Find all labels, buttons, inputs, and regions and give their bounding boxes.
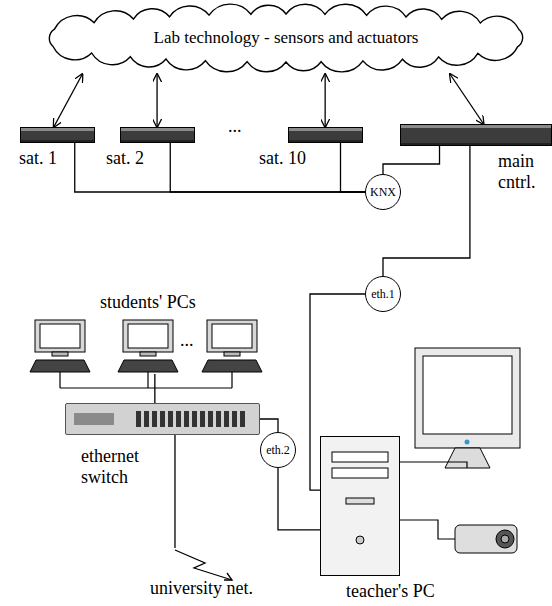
students-pc-group-label: students' PCs [100, 292, 260, 313]
main-controller-label: main cntrl. [498, 151, 550, 192]
projector-lens [496, 530, 514, 548]
network-wire [154, 374, 155, 403]
projector-lens-inner [501, 535, 509, 543]
signal-arrow [450, 74, 484, 124]
student-lan-wires [60, 372, 232, 388]
monitor-base [140, 352, 156, 356]
projector [455, 525, 517, 553]
peripheral-cables [400, 462, 467, 539]
monitor-screen [423, 356, 512, 434]
satellite-controller: sat. 10 [288, 127, 363, 143]
network-wire [260, 419, 278, 432]
drive-bay [332, 468, 388, 478]
lightning-symbol [175, 550, 232, 580]
satellite-controller: sat. 1 [20, 127, 95, 143]
power-led [465, 440, 470, 445]
keyboard [202, 360, 262, 372]
satellite-controller: sat. 2 [120, 127, 195, 143]
signal-arrow [156, 74, 157, 127]
network-wire [170, 143, 365, 192]
keyboard [118, 360, 178, 372]
cloud-shape [49, 4, 522, 72]
monitor-base [224, 352, 240, 356]
bus-circle-label: eth.2 [266, 444, 290, 456]
bus-circle-label: eth.1 [371, 288, 395, 300]
drive-bay [332, 452, 388, 462]
network-wire [310, 294, 365, 490]
network-wire [341, 143, 366, 192]
signal-arrow [54, 74, 83, 127]
teacher-tower [320, 436, 400, 576]
network-wire [383, 146, 470, 276]
satellite-controller-label: sat. 1 [19, 148, 89, 169]
network-wire [383, 146, 440, 174]
teacher-pc: teacher's PC [320, 436, 400, 576]
lab-technology-cloud-label: Lab technology - sensors and actuators [154, 28, 419, 48]
ethernet-switch: ethernet switch [65, 403, 260, 435]
main-controller: main cntrl. [400, 124, 552, 146]
pc-icon [30, 320, 90, 372]
lab-technology-cloud: Lab technology - sensors and actuators [25, 2, 547, 74]
teacher-pc-label: teacher's PC [346, 581, 476, 602]
signal-arrow [324, 74, 325, 127]
monitor-frame [123, 320, 173, 352]
switch-ports [136, 411, 247, 427]
pc-icon [118, 320, 178, 372]
ethernet-switch-label: ethernet switch [81, 446, 156, 487]
university-network-label: university net. [150, 578, 290, 599]
pc-icon [202, 320, 262, 372]
bus-circle: eth.1 [365, 276, 401, 312]
keyboard [30, 360, 90, 372]
satellite-controller-label: sat. 2 [106, 148, 176, 169]
monitor-screen [40, 324, 80, 348]
network-wire [278, 468, 320, 530]
ellipsis-label: ... [228, 116, 242, 137]
monitor-cable [400, 462, 467, 468]
students-pc-group: students' PCs [25, 318, 270, 374]
university-network: university net. [165, 548, 235, 578]
lightning-zigzag [175, 550, 232, 580]
floppy-slot [346, 498, 374, 504]
bus-circle: eth.2 [260, 432, 296, 468]
network-wire [75, 143, 365, 192]
projector-cable [400, 520, 455, 539]
teacher-monitor [415, 348, 520, 468]
satellite-controller-label: sat. 10 [259, 148, 329, 169]
power-button [356, 536, 364, 544]
network-wire [174, 435, 175, 548]
bus-circle: KNX [365, 174, 401, 210]
monitor-frame [415, 348, 520, 448]
monitor-screen [128, 324, 168, 348]
tower-body [320, 436, 400, 576]
bus-circle-label: KNX [370, 186, 396, 198]
monitor-screen [212, 324, 252, 348]
ellipsis-label: ... [180, 330, 194, 351]
monitor-base [52, 352, 68, 356]
monitor-frame [207, 320, 257, 352]
switch-panel [74, 413, 114, 425]
projector-body [455, 525, 517, 553]
student-pc-icons [30, 320, 262, 372]
monitor-frame [35, 320, 85, 352]
lan-bus-wire [60, 372, 232, 388]
